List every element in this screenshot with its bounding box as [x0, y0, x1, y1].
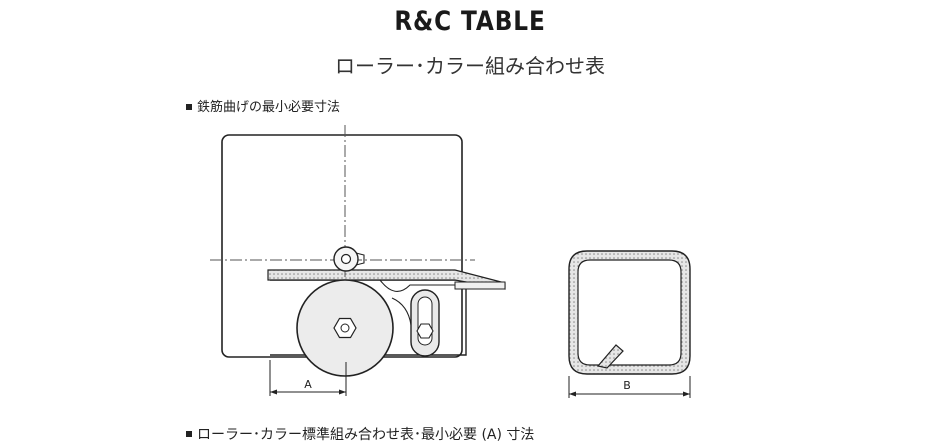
dim-b-arrow-right — [683, 391, 690, 397]
section-heading-combination-table: ローラー･カラー標準組み合わせ表･最小必要 (A) 寸法 — [186, 424, 534, 444]
collar-hex-nut — [416, 323, 434, 339]
section-heading-text: ローラー･カラー標準組み合わせ表･最小必要 (A) 寸法 — [197, 427, 535, 443]
guide-rod — [454, 281, 506, 290]
rebar-square-inner — [577, 259, 682, 366]
square-bullet-icon — [186, 103, 192, 110]
top-pin-inner — [340, 253, 352, 265]
roller-bolt — [340, 323, 350, 333]
dim-a-arrow-left — [270, 389, 277, 395]
section-heading-text: 鉄筋曲げの最小必要寸法 — [197, 100, 341, 115]
rebar-hook — [596, 344, 624, 369]
page-subtitle: ローラー･カラー組み合わせ表 — [335, 54, 605, 78]
collar-link — [391, 297, 412, 326]
square-bullet-icon — [186, 431, 192, 437]
section-heading-min-dimensions: 鉄筋曲げの最小必要寸法 — [186, 96, 340, 115]
dimension-label-a: A — [304, 378, 312, 391]
top-pin-tab — [355, 252, 365, 266]
housing-bracket — [379, 279, 466, 292]
dim-b-arrow-left — [569, 391, 576, 397]
page-title: R&C TABLE — [394, 6, 546, 37]
dimension-label-b: B — [623, 379, 631, 392]
dim-a-arrow-right — [339, 389, 346, 395]
